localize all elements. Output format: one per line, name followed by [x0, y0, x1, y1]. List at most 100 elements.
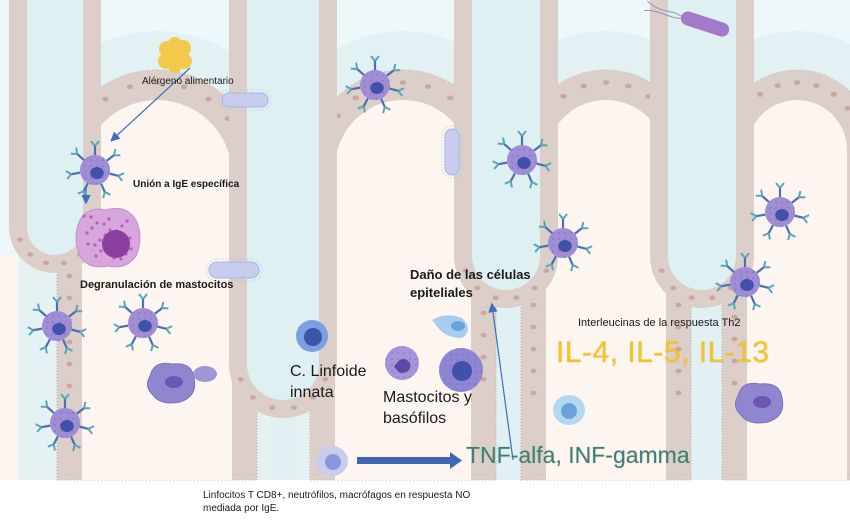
lymphocyte-nucleus: [304, 328, 322, 346]
mast-cell-nucleus: [138, 320, 152, 332]
epithelial-nucleus: [205, 97, 211, 102]
epithelial-nucleus: [67, 340, 73, 345]
macrophage-icon: [147, 363, 194, 403]
allergen-lobe: [168, 37, 182, 51]
epithelial-nucleus: [352, 95, 358, 100]
intestinal-crypt: [650, 0, 754, 308]
ige-antibody-arm: [769, 233, 770, 239]
basophil-icon: [385, 346, 419, 380]
bacterium-icon: [219, 90, 271, 110]
epithelial-nucleus: [269, 405, 275, 410]
crypt-lumen: [668, 0, 736, 290]
released-granule: [120, 224, 123, 227]
th2-interleukins-heading: Interleucinas de la respuesta Th2: [578, 317, 740, 330]
epithelial-nucleus: [102, 97, 108, 102]
ige-antibody-stem: [539, 246, 548, 248]
epithelial-nucleus: [709, 295, 715, 300]
bacterium-icon: [442, 126, 462, 178]
mast-cells-basophils-label: Mastocitos y basófilos: [383, 388, 503, 430]
ige-antibody-arm: [734, 303, 735, 309]
epithelial-nucleus: [676, 391, 682, 396]
macrophage-pseudopod: [193, 366, 217, 382]
ige-binding-label: Unión a IgE específica: [133, 179, 239, 191]
ige-antibody-stem: [351, 88, 360, 90]
released-granule: [90, 226, 93, 229]
th2-interleukins-list: IL-4, IL-5, IL-13: [556, 336, 770, 371]
epithelial-cell-nucleus: [451, 321, 465, 331]
bacterium-body: [209, 262, 259, 278]
crypt-lumen: [27, 0, 83, 255]
ige-antibody-stem: [498, 163, 507, 165]
epithelial-nucleus: [531, 347, 537, 352]
released-granule: [129, 247, 132, 250]
ige-antibody-arm: [84, 191, 85, 197]
released-granule: [125, 219, 128, 222]
ige-antibody-stem: [41, 426, 50, 428]
bacterium-body: [222, 93, 268, 107]
epithelial-nucleus: [531, 303, 537, 308]
allergen-label: Alérgeno alimentario: [142, 76, 234, 88]
ige-antibody-arm: [511, 181, 512, 187]
epithelial-nucleus: [560, 94, 566, 99]
cytokines-label: TNF-alfa, INF-gamma: [466, 442, 690, 468]
bacterium-icon: [206, 259, 262, 281]
cd8-to-cytokines-arrow-shaft: [357, 457, 450, 464]
mast-cell-nucleus: [517, 157, 531, 169]
mast-cell-nucleus: [52, 323, 66, 335]
released-granule: [82, 214, 85, 217]
released-granule: [95, 221, 98, 224]
macrophage-nucleus: [165, 376, 183, 388]
ige-antibody-stem: [721, 285, 730, 287]
mast-cell-nucleus: [775, 209, 789, 221]
released-granule: [119, 257, 122, 260]
ige-antibody-stem: [756, 215, 765, 217]
epithelial-nucleus: [291, 405, 297, 410]
non-ige-response-label: Linfocitos T CD8+, neutrófilos, macrófag…: [203, 489, 493, 515]
bacterium-body: [445, 129, 459, 175]
released-granule: [99, 249, 102, 252]
macrophage-nucleus: [753, 396, 771, 408]
epithelial-nucleus: [531, 391, 537, 396]
epithelial-nucleus: [400, 80, 406, 85]
epithelial-nucleus: [831, 92, 837, 97]
epithelial-nucleus: [732, 381, 738, 386]
ige-antibody-arm: [364, 106, 365, 112]
epithelial-nucleus: [27, 252, 33, 257]
ige-antibody-stem: [33, 329, 42, 331]
released-granule: [94, 254, 97, 257]
released-granule: [89, 215, 92, 218]
released-granule: [102, 222, 105, 225]
epithelial-nucleus: [670, 286, 676, 291]
epithelial-nucleus: [481, 355, 487, 360]
released-granule: [86, 242, 89, 245]
epithelial-nucleus: [238, 377, 244, 382]
epithelial-nucleus: [689, 295, 695, 300]
epithelial-nucleus: [603, 80, 609, 85]
epithelial-nucleus: [127, 84, 133, 89]
epithelial-nucleus: [250, 395, 256, 400]
epithelial-nucleus: [43, 261, 49, 266]
intestinal-crypt: [229, 0, 337, 418]
ige-antibody-arm: [54, 444, 55, 450]
epithelial-nucleus: [794, 80, 800, 85]
epithelial-nucleus: [580, 84, 586, 89]
ige-antibody-stem: [71, 173, 80, 175]
epithelial-nucleus: [774, 83, 780, 88]
intestinal-crypt: [454, 0, 558, 308]
ige-antibody-stem: [119, 326, 128, 328]
degranulation-label: Degranulación de mastocitos: [80, 279, 233, 292]
innate-lymphoid-cell-label: C. Linfoide innata: [290, 362, 390, 404]
mast-cell-nucleus: [60, 420, 74, 432]
epithelial-nucleus: [813, 83, 819, 88]
mast-cell-nucleus: [452, 361, 472, 381]
epithelial-nucleus: [67, 362, 73, 367]
cd8-lymphocyte-nucleus: [325, 454, 341, 470]
epithelial-nucleus: [447, 95, 453, 100]
mast-cell-nucleus: [90, 167, 104, 179]
epithelial-nucleus: [757, 92, 763, 97]
degranulated-cell-nucleus: [102, 230, 130, 258]
epithelial-nucleus: [67, 384, 73, 389]
allergen-lobe: [168, 59, 182, 73]
